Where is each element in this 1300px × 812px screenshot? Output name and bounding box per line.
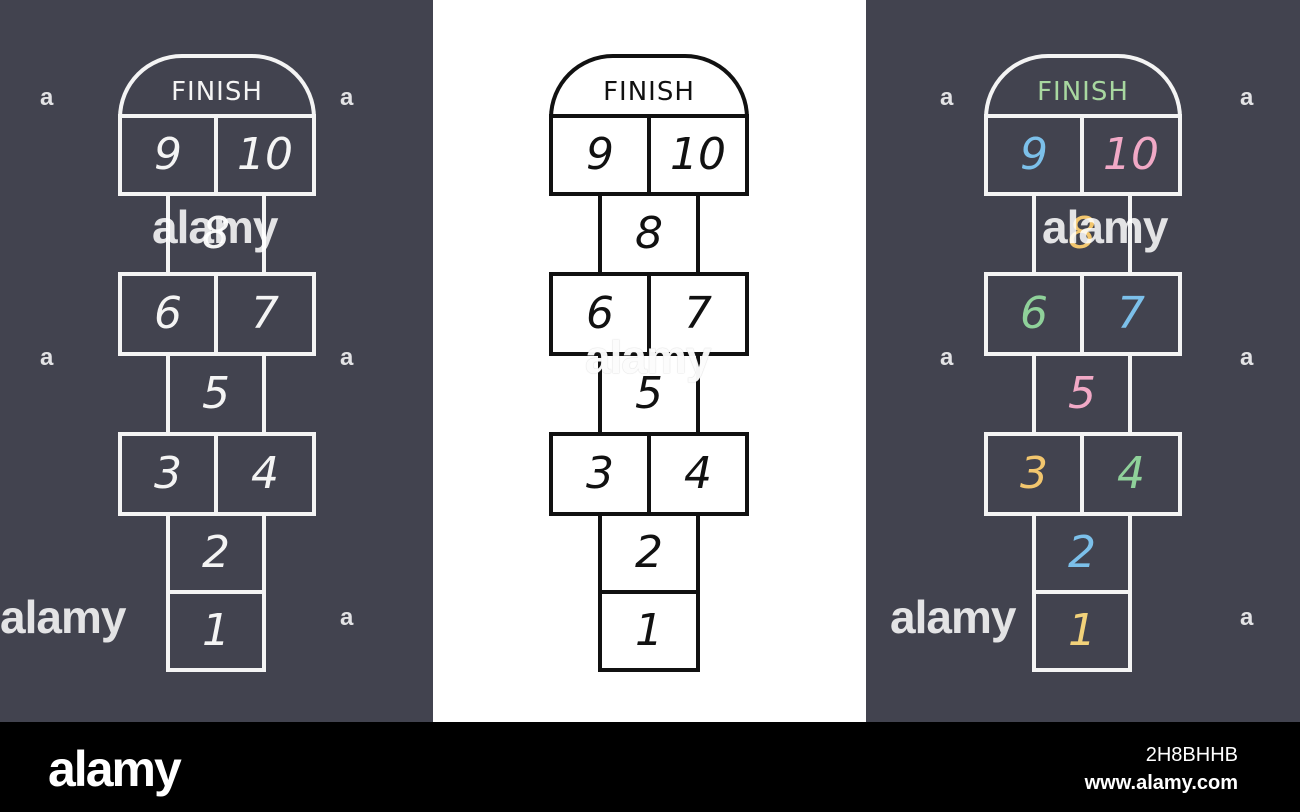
cell-6: 6 [984, 272, 1084, 356]
light-panel-black: FINISH 9 10 8 6 7 5 3 4 2 1 alamy [433, 0, 866, 722]
watermark-mark: a [40, 84, 53, 111]
cell-7: 7 [1080, 272, 1182, 356]
footer-bar: alamy 2H8BHHB www.alamy.com [0, 722, 1300, 812]
cell-1: 1 [166, 590, 266, 672]
cell-8: 8 [598, 192, 700, 276]
cell-3: 3 [118, 432, 218, 516]
cell-7: 7 [214, 272, 316, 356]
site-url: www.alamy.com [1084, 772, 1238, 794]
watermark-mark: a [940, 84, 953, 111]
dark-panel-white: FINISH 9 10 8 6 7 5 3 4 2 1 a a a a a al… [0, 0, 433, 722]
watermark-mark: a [40, 344, 53, 371]
finish-dome: FINISH [549, 54, 749, 118]
cell-10: 10 [647, 114, 749, 196]
cell-2: 2 [1032, 512, 1132, 594]
cell-10: 10 [214, 114, 316, 196]
finish-label: FINISH [603, 77, 695, 107]
watermark-mark: a [340, 344, 353, 371]
watermark-text: alamy [0, 591, 126, 643]
finish-label: FINISH [1037, 77, 1129, 107]
cell-5: 5 [166, 352, 266, 436]
dark-panel-colored: FINISH 9 10 8 6 7 5 3 4 2 1 a a a a a al… [866, 0, 1300, 722]
cell-4: 4 [1080, 432, 1182, 516]
watermark-mark: a [1240, 84, 1253, 111]
cell-3: 3 [984, 432, 1084, 516]
cell-9: 9 [549, 114, 651, 196]
watermark-text: alamy [890, 591, 1016, 643]
cell-1: 1 [1032, 590, 1132, 672]
cell-6: 6 [118, 272, 218, 356]
cell-2: 2 [166, 512, 266, 594]
watermark-mark: a [340, 604, 353, 631]
footer-logo: alamy [48, 741, 182, 797]
cell-9: 9 [984, 114, 1084, 196]
cell-2: 2 [598, 512, 700, 594]
watermark-mark: a [1240, 344, 1253, 371]
finish-label: FINISH [171, 77, 263, 107]
watermark-text: alamy [152, 201, 278, 253]
image-id: 2H8BHHB [1145, 744, 1238, 766]
finish-dome: FINISH [118, 54, 316, 118]
cell-10: 10 [1080, 114, 1182, 196]
cell-4: 4 [647, 432, 749, 516]
watermark-text: alamy [1042, 201, 1168, 253]
cell-4: 4 [214, 432, 316, 516]
watermark-text: alamy [585, 331, 711, 383]
cell-5: 5 [1032, 352, 1132, 436]
watermark-mark: a [340, 84, 353, 111]
watermark-mark: a [1240, 604, 1253, 631]
cell-1: 1 [598, 590, 700, 672]
cell-9: 9 [118, 114, 218, 196]
cell-3: 3 [549, 432, 651, 516]
watermark-mark: a [940, 344, 953, 371]
finish-dome: FINISH [984, 54, 1182, 118]
